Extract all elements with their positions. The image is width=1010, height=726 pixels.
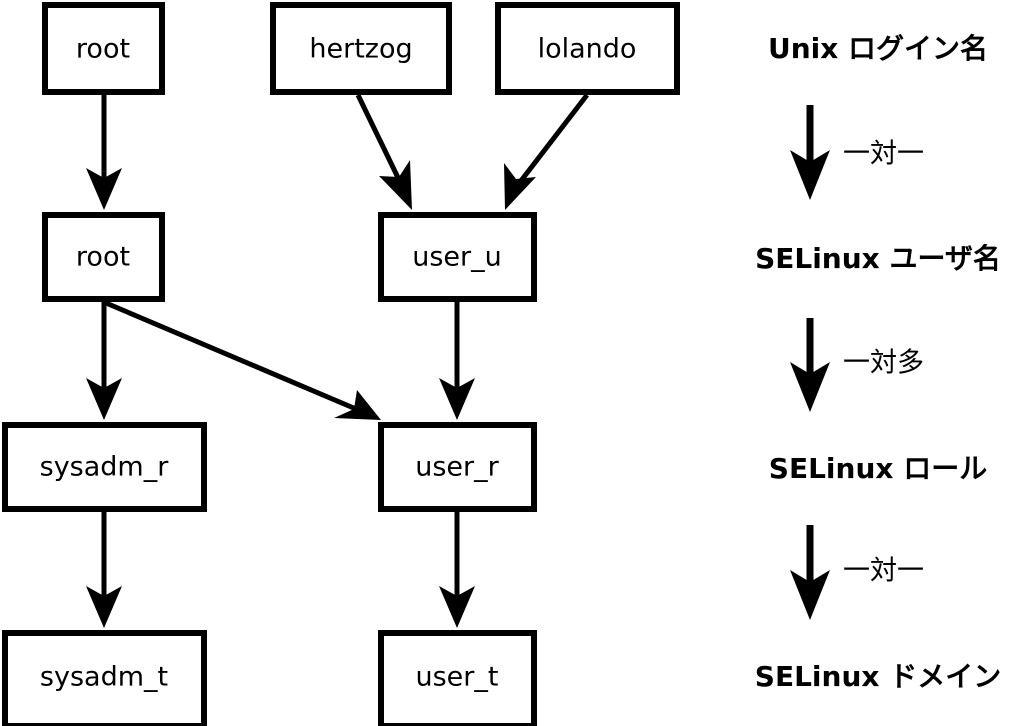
node-label-domain-sysadm-t: sysadm_t	[40, 662, 168, 693]
edge-lolando-to-user-u	[504, 93, 589, 210]
legend-layer: Unix ログイン名 一対一 SELinux ユーザ名 一対多 SELinux …	[755, 32, 1001, 693]
edges-layer	[86, 93, 589, 628]
edge-user-r-to-user-t	[439, 512, 475, 628]
legend-level-selinux-role: SELinux ロール	[769, 452, 987, 485]
node-role-sysadm-r[interactable]: sysadm_r	[2, 422, 207, 512]
edge-sysadm-r-to-sysadm-t	[86, 512, 122, 628]
node-domain-sysadm-t[interactable]: sysadm_t	[2, 630, 207, 726]
legend-level-selinux-domain: SELinux ドメイン	[755, 660, 1001, 693]
legend-arrow-one-to-one-bottom	[790, 525, 830, 620]
legend-arrow-label-one-to-one-bottom: 一対一	[843, 556, 924, 587]
node-label-unix-root: root	[76, 34, 130, 65]
node-unix-hertzog[interactable]: hertzog	[270, 2, 452, 95]
node-label-unix-lolando: lolando	[538, 34, 637, 65]
node-unix-root[interactable]: root	[42, 2, 165, 95]
node-role-user-r[interactable]: user_r	[378, 422, 537, 512]
legend-arrow-one-to-one-top	[790, 105, 830, 200]
node-label-seuser-root: root	[76, 242, 130, 273]
legend-level-unix-login: Unix ログイン名	[768, 32, 988, 65]
node-seuser-root[interactable]: root	[42, 212, 165, 302]
edge-user-u-to-user-r	[439, 302, 475, 420]
edge-seuser-root-to-user-r	[105, 300, 381, 420]
edge-seuser-root-to-sysadm-r	[86, 302, 122, 420]
legend-arrow-label-one-to-one-top: 一対一	[843, 139, 924, 170]
node-label-seuser-user-u: user_u	[412, 242, 502, 273]
legend-arrow-label-one-to-many: 一対多	[843, 348, 924, 379]
node-domain-user-t[interactable]: user_t	[378, 630, 537, 726]
legend-arrow-one-to-many	[790, 318, 830, 412]
node-unix-lolando[interactable]: lolando	[495, 2, 680, 95]
node-label-role-sysadm-r: sysadm_r	[40, 452, 170, 483]
node-seuser-user-u[interactable]: user_u	[378, 212, 537, 302]
edge-unix-root-to-seuser-root	[86, 95, 122, 210]
node-label-unix-hertzog: hertzog	[309, 34, 412, 65]
nodes-layer: root hertzog lolando root user_u sysadm_	[2, 2, 680, 726]
edge-hertzog-to-user-u	[355, 93, 412, 210]
node-label-role-user-r: user_r	[415, 452, 499, 483]
legend-level-selinux-user: SELinux ユーザ名	[755, 242, 1001, 275]
node-label-domain-user-t: user_t	[416, 662, 499, 693]
